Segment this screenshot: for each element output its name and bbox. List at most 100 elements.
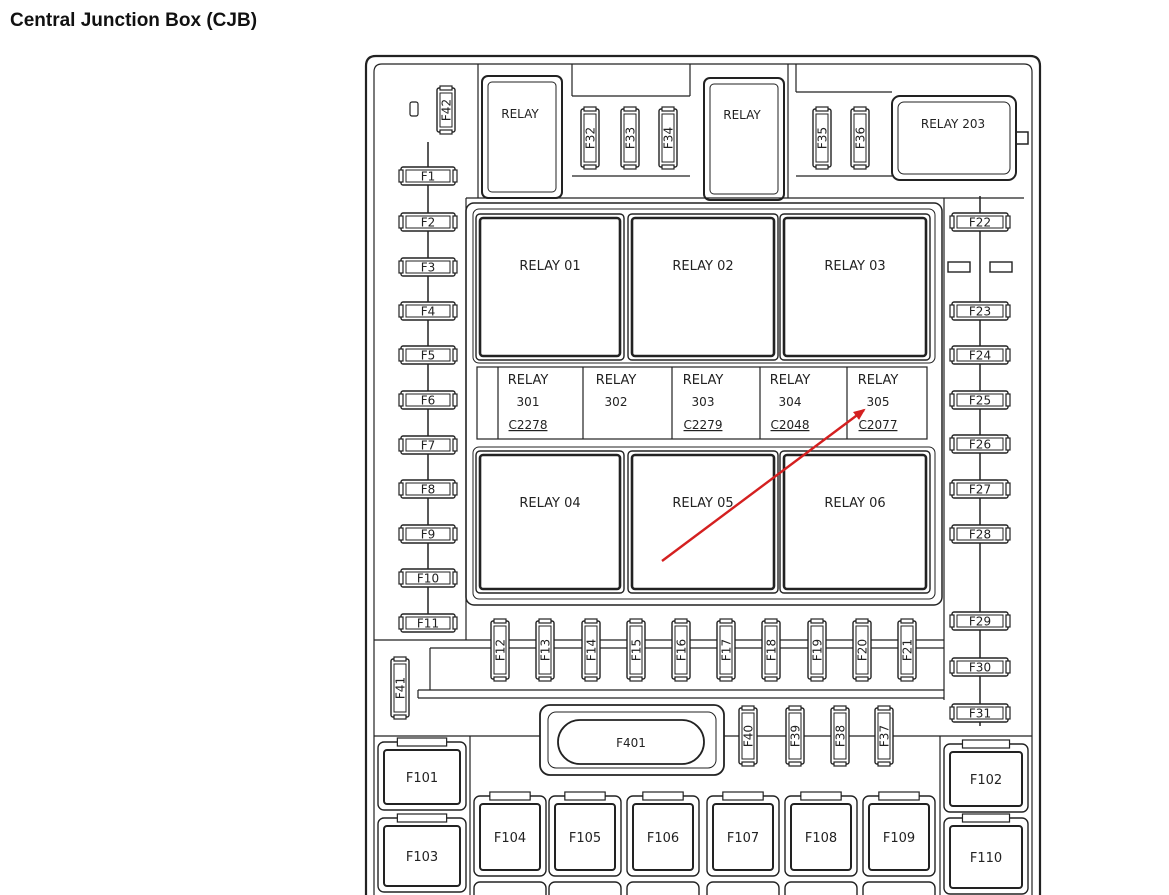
fuse-label-f38: F38 xyxy=(834,725,848,747)
fuse-label-f42: F42 xyxy=(440,99,454,121)
top-relay-left-label: RELAY xyxy=(501,107,539,121)
fuse-f20: F20 xyxy=(852,618,872,682)
fuse-label-f6: F6 xyxy=(421,394,436,408)
fuse-label-f33: F33 xyxy=(624,127,638,149)
mini-relay-number: 304 xyxy=(779,395,802,409)
f401-fuse: F401 xyxy=(539,704,725,776)
fuse-label-f29: F29 xyxy=(969,615,991,629)
maxi-fuse-f110: F110 xyxy=(943,813,1029,895)
fuse-label-f39: F39 xyxy=(789,725,803,747)
fuse-label-f31: F31 xyxy=(969,707,991,721)
mini-relay-number: 302 xyxy=(605,395,628,409)
fuse-label-f18: F18 xyxy=(765,639,779,661)
fuse-f29: F29 xyxy=(949,611,1011,631)
maxi-fuse-partial xyxy=(862,881,936,895)
fuse-label-f17: F17 xyxy=(720,639,734,661)
maxi-fuse-label: F102 xyxy=(970,773,1002,788)
fuse-f13: F13 xyxy=(535,618,555,682)
fuse-f7: F7 xyxy=(398,435,458,455)
lower-structure-lines xyxy=(374,639,1032,895)
page-title: Central Junction Box (CJB) xyxy=(10,10,258,31)
mini-relay-302: RELAY 302 xyxy=(596,373,637,409)
fuse-label-f2: F2 xyxy=(421,216,436,230)
fuse-label-f5: F5 xyxy=(421,349,436,363)
maxi-fuse-label: F106 xyxy=(647,831,679,846)
fuse-f6: F6 xyxy=(398,390,458,410)
fuse-label-f1: F1 xyxy=(421,170,436,184)
fuse-f38: F38 xyxy=(830,705,850,767)
fuse-label-f24: F24 xyxy=(969,349,991,363)
maxi-fuse-f108: F108 xyxy=(784,791,858,877)
fuse-f19: F19 xyxy=(807,618,827,682)
fuse-label-f16: F16 xyxy=(675,639,689,661)
fuse-f25: F25 xyxy=(949,390,1011,410)
maxi-fuse-label: F108 xyxy=(805,831,837,846)
slot-left xyxy=(947,261,971,273)
fuse-f4: F4 xyxy=(398,301,458,321)
mini-relay-strip xyxy=(476,366,928,440)
mini-relay-label: RELAY xyxy=(683,373,724,388)
fuse-label-f35: F35 xyxy=(816,127,830,149)
maxi-fuse-f109: F109 xyxy=(862,791,936,877)
fuse-f8: F8 xyxy=(398,479,458,499)
relay-03: RELAY 03 xyxy=(779,213,931,361)
fuse-f21: F21 xyxy=(897,618,917,682)
fuse-label-f37: F37 xyxy=(878,725,892,747)
fuse-label-f19: F19 xyxy=(811,639,825,661)
housing-inner-outline xyxy=(373,63,1033,895)
maxi-fuse-label: F103 xyxy=(406,850,438,865)
fuse-label-f41: F41 xyxy=(394,677,408,699)
fuse-f11: F11 xyxy=(398,613,458,633)
maxi-fuse-label: F101 xyxy=(406,771,438,786)
top-relay-left: RELAY xyxy=(481,75,563,199)
fuse-label-f11: F11 xyxy=(417,617,439,631)
relay-label: RELAY 06 xyxy=(824,496,885,511)
fuse-f30: F30 xyxy=(949,657,1011,677)
fuse-label-f4: F4 xyxy=(421,305,436,319)
fuse-f27: F27 xyxy=(949,479,1011,499)
maxi-fuse-f101: F101 xyxy=(377,737,467,811)
fuse-f10: F10 xyxy=(398,568,458,588)
fuse-label-f9: F9 xyxy=(421,528,436,542)
relay-203-label: RELAY 203 xyxy=(921,117,985,131)
maxi-fuse-partial xyxy=(626,881,700,895)
maxi-fuse-f103: F103 xyxy=(377,813,467,893)
maxi-fuse-label: F104 xyxy=(494,831,526,846)
fuse-f3: F3 xyxy=(398,257,458,277)
maxi-fuse-partial xyxy=(706,881,780,895)
mini-relay-number: 303 xyxy=(692,395,715,409)
housing-outline xyxy=(364,54,1042,895)
fuse-f40: F40 xyxy=(738,705,758,767)
slot-right xyxy=(989,261,1013,273)
mini-relay-label: RELAY xyxy=(508,373,549,388)
fuse-f28: F28 xyxy=(949,524,1011,544)
relay-label: RELAY 04 xyxy=(519,496,580,511)
fuse-f17: F17 xyxy=(716,618,736,682)
fuse-label-f32: F32 xyxy=(584,127,598,149)
mini-relay-number: 305 xyxy=(867,395,890,409)
relay-05: RELAY 05 xyxy=(627,450,779,594)
fuse-label-f13: F13 xyxy=(539,639,553,661)
top-relay-middle-label: RELAY xyxy=(723,108,761,122)
relay-block-outline xyxy=(465,202,943,606)
top-relay-middle: RELAY xyxy=(703,77,785,201)
fuse-label-f12: F12 xyxy=(494,639,508,661)
mini-relay-label: RELAY xyxy=(596,373,637,388)
fuse-f9: F9 xyxy=(398,524,458,544)
maxi-fuse-partial xyxy=(784,881,858,895)
fuse-f2: F2 xyxy=(398,212,458,232)
relay-label: RELAY 05 xyxy=(672,496,733,511)
mini-relay-label: RELAY xyxy=(858,373,899,388)
fuse-f31: F31 xyxy=(949,703,1011,723)
maxi-fuse-f106: F106 xyxy=(626,791,700,877)
fuse-label-f40: F40 xyxy=(742,725,756,747)
annotation-arrow xyxy=(661,408,866,562)
relay-06: RELAY 06 xyxy=(779,450,931,594)
fuse-label-f21: F21 xyxy=(901,639,915,661)
maxi-fuse-partial xyxy=(473,881,547,895)
maxi-fuse-f104: F104 xyxy=(473,791,547,877)
